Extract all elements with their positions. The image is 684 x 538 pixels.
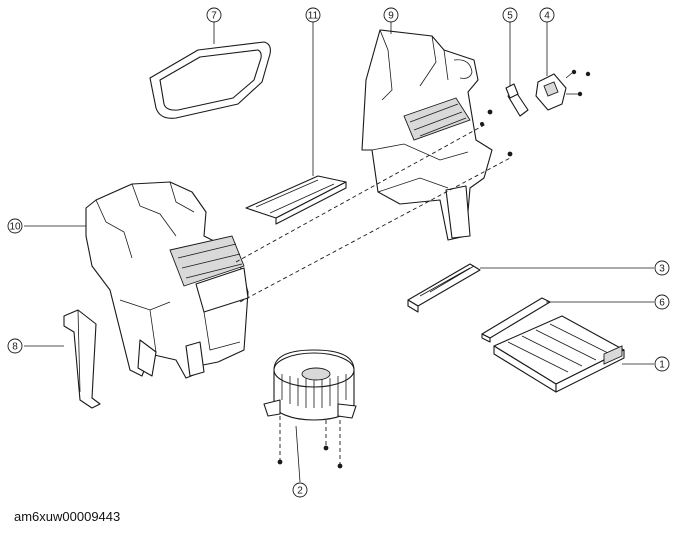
svg-text:10: 10: [9, 222, 21, 233]
callout-8: 8: [7, 338, 23, 354]
part-3-filter-strip: [407, 263, 481, 313]
callout-9: 9: [383, 7, 399, 23]
figure-caption: am6xuw00009443: [14, 509, 121, 524]
svg-text:8: 8: [12, 342, 18, 353]
svg-text:9: 9: [388, 11, 394, 22]
part-10-main-case: [85, 181, 249, 379]
part-7-seal: [149, 41, 271, 119]
part-5-link: [505, 83, 529, 117]
assembly-lines: [235, 109, 513, 303]
part-11-cover: [245, 175, 347, 225]
part-9-intake-housing: [361, 29, 493, 241]
svg-text:11: 11: [308, 11, 319, 22]
callout-3: 3: [654, 260, 670, 276]
svg-text:4: 4: [544, 11, 550, 22]
part-4-actuator: [535, 69, 591, 111]
part-1-cabin-filter: [493, 315, 625, 393]
part-8-bracket: [63, 309, 101, 409]
svg-text:2: 2: [297, 486, 303, 497]
svg-text:7: 7: [211, 11, 217, 22]
callout-1: 1: [654, 356, 670, 372]
exploded-parts-diagram: 7 11 9 5 4 10 8 3 6 1 2: [7, 7, 670, 498]
svg-text:6: 6: [659, 298, 665, 309]
callout-5: 5: [502, 7, 518, 23]
callout-11: 11: [305, 7, 321, 23]
svg-text:1: 1: [659, 360, 665, 371]
svg-text:3: 3: [659, 264, 665, 275]
callout-4: 4: [539, 7, 555, 23]
part-2-blower-motor: [263, 349, 357, 469]
callout-7: 7: [206, 7, 222, 23]
callout-2: 2: [292, 482, 308, 498]
svg-text:5: 5: [507, 11, 513, 22]
leader-lines: [24, 22, 654, 483]
callout-6: 6: [654, 294, 670, 310]
callout-10: 10: [7, 218, 23, 234]
